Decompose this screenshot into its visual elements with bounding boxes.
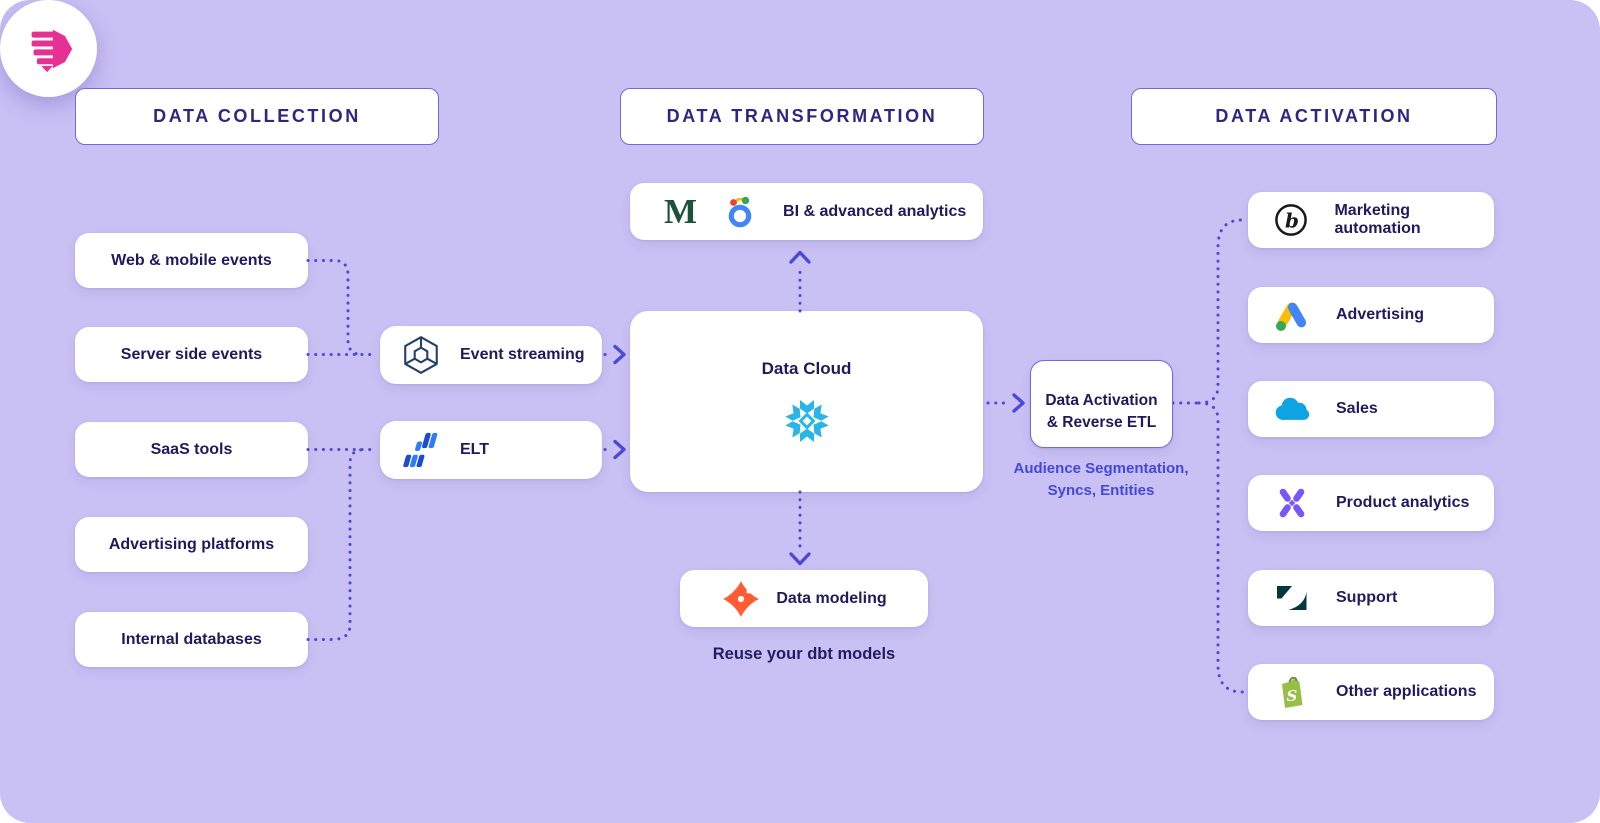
looker-logo (723, 194, 757, 230)
arrowhead-streaming (613, 344, 626, 365)
source-web-mobile-events: Web & mobile events (75, 233, 308, 288)
destination-other-applications: S Other applications (1248, 664, 1494, 720)
mixpanel-logo (1273, 486, 1311, 520)
hightouch-logo (21, 21, 77, 77)
destination-label: Marketing automation (1334, 202, 1421, 237)
warehouse-data-cloud: Data Cloud (630, 311, 983, 492)
destination-label: Advertising (1336, 306, 1425, 323)
warehouse-label: Data Cloud (761, 358, 852, 378)
header-data-transformation: DATA TRANSFORMATION (620, 88, 984, 145)
arrowhead-modeling (789, 552, 811, 566)
activation-box-line2: & Reverse ETL (1046, 414, 1157, 431)
destination-marketing-automation: b Marketing automation (1248, 192, 1494, 248)
source-label: Server side events (120, 345, 263, 363)
source-label: Web & mobile events (111, 251, 272, 269)
svg-text:S: S (1287, 687, 1298, 705)
arrowhead-bi (789, 250, 811, 264)
destination-sales: Sales (1248, 381, 1494, 437)
ingestion-label: ELT (460, 441, 490, 458)
connector-web-events (306, 259, 364, 356)
arrowhead-activation (1012, 393, 1025, 413)
svg-text:b: b (1285, 209, 1299, 233)
connector-internal-db (306, 448, 363, 641)
snowflake-logo (783, 397, 831, 445)
destination-support: Support (1248, 570, 1494, 626)
activation-caption-line2: Syncs, Entities (1047, 481, 1155, 499)
source-internal-databases: Internal databases (75, 612, 308, 667)
source-label: Internal databases (121, 630, 262, 648)
modeling-caption: Reuse your dbt models (712, 645, 896, 663)
zendesk-logo (1273, 585, 1311, 611)
destination-label: Support (1336, 589, 1398, 606)
activation-box-line1: Data Activation (1045, 392, 1158, 409)
header-data-activation: DATA ACTIVATION (1131, 88, 1497, 145)
source-advertising-platforms: Advertising platforms (75, 517, 308, 572)
arrowhead-elt (613, 439, 626, 460)
source-saas-tools: SaaS tools (75, 422, 308, 477)
destination-label: Other applications (1336, 683, 1477, 700)
destination-product-analytics: Product analytics (1248, 475, 1494, 531)
destination-label: Sales (1336, 400, 1378, 417)
google-ads-logo (1273, 297, 1311, 333)
braze-logo: b (1273, 202, 1309, 238)
activation-caption-line1: Audience Segmentation, (1013, 460, 1189, 477)
fivetran-logo (399, 430, 443, 470)
shopify-logo: S (1273, 675, 1311, 709)
data-activation-box: Data Activation & Reverse ETL (1030, 360, 1173, 448)
header-data-collection: DATA COLLECTION (75, 88, 439, 145)
activation-hub-circle (0, 0, 97, 97)
green-m-logo: M (664, 192, 698, 231)
bi-analytics-box: M BI & advanced analytics (630, 183, 983, 240)
hexagon-mesh-icon (399, 334, 443, 376)
ingestion-event-streaming: Event streaming (380, 326, 602, 384)
destination-advertising: Advertising (1248, 287, 1494, 343)
data-modeling-box: Data modeling (680, 570, 928, 627)
activation-caption: Audience Segmentation, Syncs, Entities (975, 458, 1227, 502)
ingestion-label: Event streaming (460, 346, 585, 363)
salesforce-logo (1273, 394, 1311, 424)
source-label: Advertising platforms (108, 535, 275, 553)
source-server-side-events: Server side events (75, 327, 308, 382)
destination-label: Product analytics (1336, 494, 1470, 511)
connector-trunk-down (1197, 401, 1250, 694)
ingestion-elt: ELT (380, 421, 602, 479)
modeling-label: Data modeling (776, 589, 887, 607)
connector-trunk-up (1197, 218, 1250, 405)
dbt-logo (721, 579, 761, 619)
bi-label: BI & advanced analytics (783, 202, 967, 220)
source-label: SaaS tools (150, 440, 233, 458)
